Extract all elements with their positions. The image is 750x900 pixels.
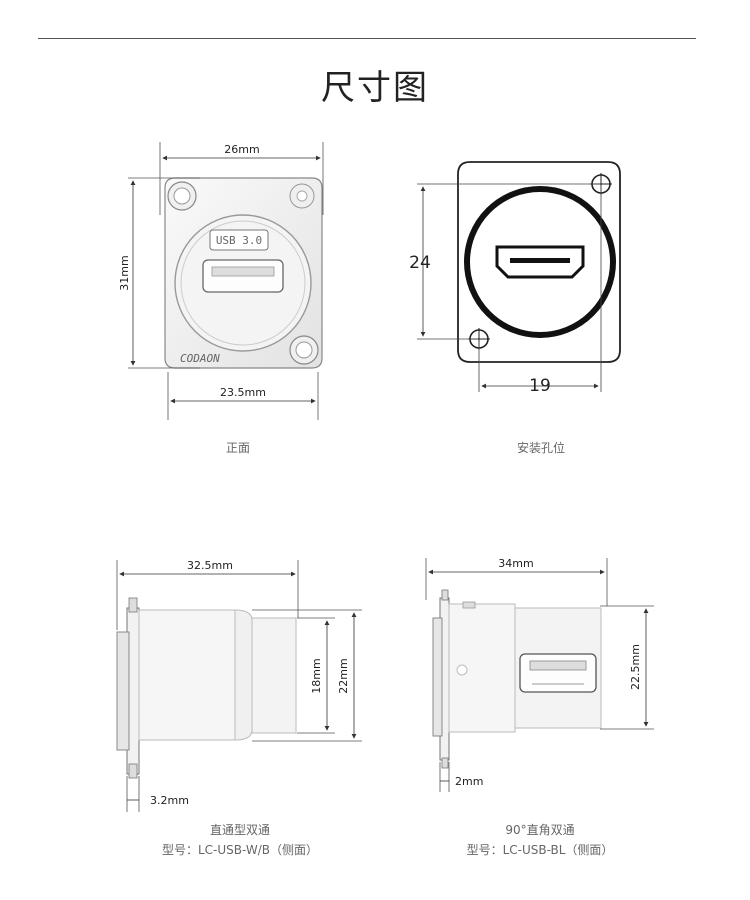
usb-badge-frame <box>209 229 269 251</box>
top-rule <box>38 38 696 39</box>
front-lip <box>432 617 443 737</box>
flange-tab-bottom <box>441 757 449 769</box>
side-view-straight: 32.5mm 18mm 22mm 3.2mm <box>116 559 362 812</box>
caption-mounting: 安装孔位 <box>516 441 565 455</box>
dim-mount-height: 24 <box>409 253 431 273</box>
dim-straight-flange: 3.2mm <box>150 794 189 807</box>
body-cap <box>234 609 253 741</box>
body-main <box>138 609 236 741</box>
dim-mount-width: 19 <box>529 376 551 396</box>
rear-sleeve <box>251 617 297 734</box>
usb-badge-label: USB 3.0 <box>216 234 262 247</box>
usb-port-icon <box>202 259 284 293</box>
page-title: 尺寸图 <box>321 68 429 108</box>
release-latch-top-right <box>289 183 315 209</box>
caption-right-angle: 90°直角双通 型号：LC-USB-BL（侧面） <box>420 820 660 860</box>
flange-tab-top <box>441 589 449 601</box>
dim-front-bottom: 23.5mm <box>220 386 266 399</box>
front-lip <box>116 631 130 751</box>
dim-straight-outer: 22mm <box>337 658 350 693</box>
body-screw <box>456 664 468 676</box>
dim-right-angle-height: 22.5mm <box>629 644 642 690</box>
front-view: USB 3.0 CODAON 26mm 31mm 23.5mm <box>118 142 324 420</box>
dim-straight-inner: 18mm <box>310 658 323 693</box>
caption-straight: 直通型双通 型号：LC-USB-W/B（侧面） <box>120 820 360 860</box>
hdmi-port-icon <box>495 245 585 279</box>
mount-hole-bottom-right <box>289 335 319 365</box>
caption-front: 正面 <box>225 441 250 455</box>
dim-front-width: 26mm <box>224 143 259 156</box>
caption-straight-name: 直通型双通 <box>209 823 270 837</box>
flange-tab-bottom <box>128 763 138 779</box>
side-view-right-angle: 34mm 22.5mm 2mm <box>425 557 654 792</box>
flange-tab-top <box>128 597 138 613</box>
mount-hole-top-left <box>167 181 197 211</box>
caption-straight-model: 型号：LC-USB-W/B（侧面） <box>161 843 318 857</box>
caption-right-angle-model: 型号：LC-USB-BL（侧面） <box>466 843 614 857</box>
dim-right-angle-length: 34mm <box>498 557 533 570</box>
dim-right-angle-flange: 2mm <box>455 775 483 788</box>
dim-straight-length: 32.5mm <box>187 559 233 572</box>
brand-logo: CODAON <box>180 352 220 365</box>
top-stub <box>462 601 476 609</box>
usb-port-icon <box>519 653 597 693</box>
caption-right-angle-name: 90°直角双通 <box>505 823 575 837</box>
mounting-view: 24 19 <box>409 161 621 396</box>
dim-front-height: 31mm <box>118 255 131 290</box>
